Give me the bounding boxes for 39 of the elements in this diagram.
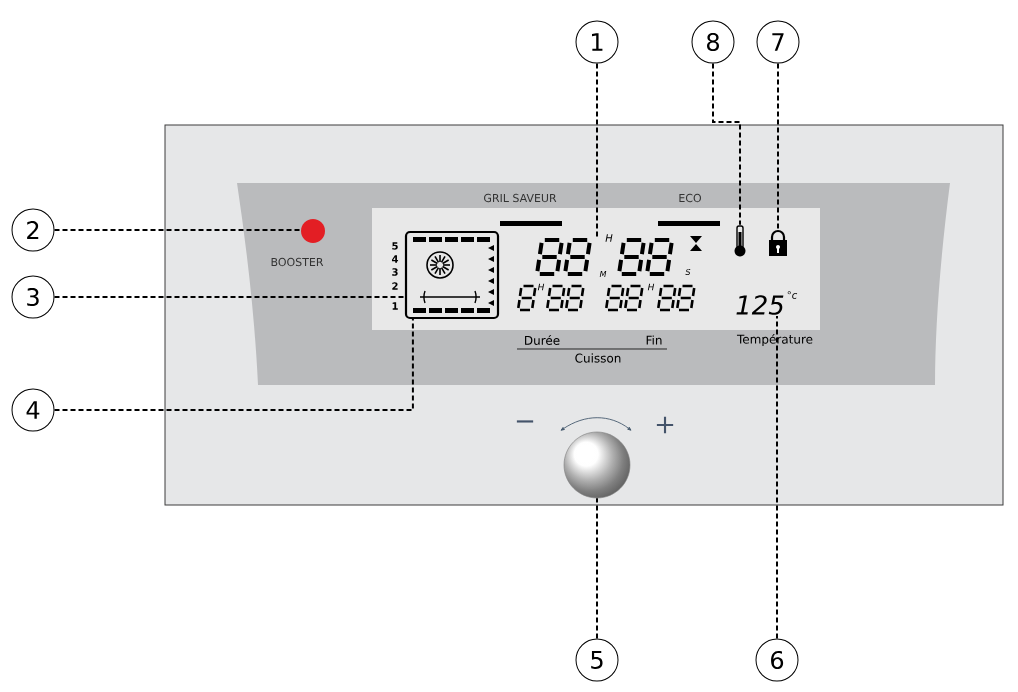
callout-number: 1 [575, 20, 619, 64]
callout-number: 4 [11, 388, 55, 432]
timer-display [535, 236, 702, 276]
booster-button [301, 219, 325, 243]
minus-sign: − [516, 420, 534, 423]
lock-icon [769, 229, 787, 256]
thermometer-icon [734, 225, 746, 257]
oven-icon [404, 230, 500, 320]
text-label: Température [736, 333, 813, 347]
leader-line [53, 318, 414, 411]
text-label: Cuisson [575, 353, 621, 363]
unit-letter: H [605, 234, 613, 242]
button-label: BOOSTER [271, 257, 324, 267]
text-label: GRIL SAVEUR [484, 193, 557, 203]
leader-line [596, 497, 598, 640]
callout-number: 3 [11, 275, 55, 319]
shelf-number: 2 [392, 282, 398, 290]
leader-line [53, 229, 302, 231]
shelf-number: 1 [392, 302, 398, 310]
leader-line [53, 296, 406, 298]
unit-letter: °c [787, 291, 798, 299]
text-label: Durée [525, 335, 560, 345]
leader-line [712, 62, 741, 226]
unit-letter: H [647, 283, 655, 291]
callout-number: 6 [755, 638, 799, 682]
text-label: Fin [646, 335, 662, 345]
unit-letter: H [537, 283, 545, 291]
callout-number: 7 [756, 20, 800, 64]
callout-number: 5 [575, 638, 619, 682]
control-knob [563, 431, 631, 499]
text-label: ECO [679, 193, 701, 203]
unit-letter: S [685, 268, 691, 275]
unit-letter: M [599, 271, 607, 277]
callout-number: 2 [11, 208, 55, 252]
temperature-readout: 125 [736, 295, 784, 315]
leader-line [776, 315, 778, 640]
leader-line [596, 62, 598, 238]
callout-number: 8 [691, 20, 735, 64]
plus-sign: + [656, 416, 674, 434]
